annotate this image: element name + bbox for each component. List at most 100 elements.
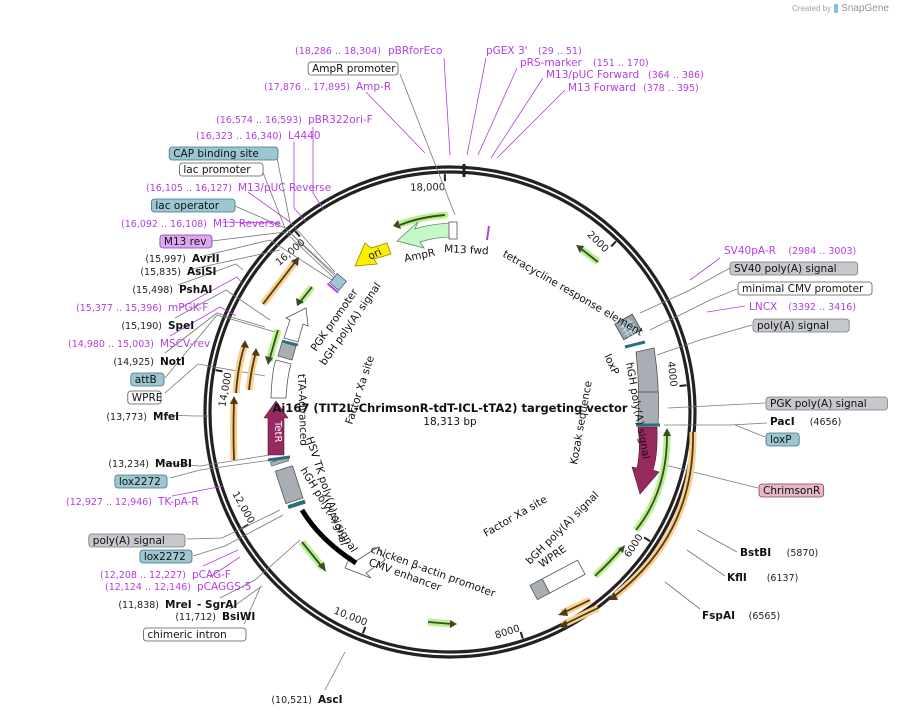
feature-label[interactable]: chimeric intron xyxy=(148,629,227,641)
feature-tetr[interactable] xyxy=(263,400,289,456)
feature-wpre[interactable] xyxy=(529,559,586,601)
orf-arrow-core xyxy=(399,214,446,226)
primer-label[interactable]: pBRforEco xyxy=(388,45,442,57)
feature-label[interactable]: minimal CMV promoter xyxy=(742,283,864,295)
primer-label[interactable]: pBR322ori-F xyxy=(308,114,373,126)
orf-arrow-core xyxy=(562,607,599,626)
feature-label[interactable]: ChrimsonR xyxy=(763,485,820,497)
feature-label[interactable]: loxP xyxy=(770,434,792,446)
feature-label-box[interactable] xyxy=(737,281,873,296)
feature-label[interactable]: poly(A) signal xyxy=(93,535,165,547)
primer-label[interactable]: M13 Forward xyxy=(568,82,636,94)
feature-label[interactable]: lox2272 xyxy=(144,551,186,563)
feature-label-box[interactable] xyxy=(130,372,165,387)
feature-label[interactable]: attB xyxy=(135,374,157,386)
primer-label[interactable]: M13/pUC Reverse xyxy=(238,182,331,194)
feature-label-box[interactable] xyxy=(178,162,264,177)
feature-label-box[interactable] xyxy=(127,390,162,405)
feature-lox2272[interactable] xyxy=(267,455,291,462)
enzyme-label[interactable]: SpeI xyxy=(168,320,194,332)
feature-label[interactable]: AmpR promoter xyxy=(312,63,396,75)
enzyme-label[interactable]: MauBI xyxy=(155,458,192,470)
credit-brand: SnapGene xyxy=(841,3,889,14)
primer-label[interactable]: L4440 xyxy=(288,130,321,142)
enzyme-label[interactable]: FspAI xyxy=(702,610,735,622)
primer-label[interactable]: TK-pA-R xyxy=(157,496,199,508)
feature-label[interactable]: poly(A) signal xyxy=(757,320,829,332)
feature-label[interactable]: WPRE xyxy=(132,392,163,404)
feature-label-box[interactable] xyxy=(143,627,247,642)
feature-label-box[interactable] xyxy=(758,483,825,498)
feature-label[interactable]: M13 rev xyxy=(164,236,207,248)
feature-bgh-polya[interactable] xyxy=(277,341,297,361)
primer-label[interactable]: Amp-R xyxy=(356,81,391,93)
feature-label[interactable]: CAP binding site xyxy=(173,148,259,160)
primer-label[interactable]: pGEX 3' xyxy=(486,45,528,57)
enzyme-label[interactable]: - SgrAI xyxy=(197,599,237,611)
leader-lines xyxy=(164,57,768,691)
feature-tre[interactable] xyxy=(614,313,642,341)
feature-label[interactable]: lox2272 xyxy=(119,476,161,488)
primer-coords: (16,092 .. 16,108) xyxy=(121,219,207,230)
primer-label[interactable]: mPGK-F xyxy=(168,302,208,314)
primer-coords: (16,105 .. 16,127) xyxy=(146,183,232,194)
primer-label[interactable]: pRS-marker xyxy=(520,57,583,69)
feature-label-box[interactable] xyxy=(752,318,850,333)
tick-mark xyxy=(519,631,524,639)
label-factor-xa-2: Factor Xa site xyxy=(343,354,376,426)
feature-label-box[interactable] xyxy=(150,198,236,213)
enzyme-label[interactable]: NotI xyxy=(160,356,185,368)
feature-ampr[interactable] xyxy=(396,221,453,249)
label-kozak: Kozak sequence xyxy=(568,380,595,466)
enzyme-label[interactable]: PshAI xyxy=(179,284,212,296)
enzyme-label[interactable]: AvrII xyxy=(192,253,220,265)
tick-mark xyxy=(294,230,301,238)
lac-features[interactable] xyxy=(326,273,347,294)
primer-label[interactable]: pCAG-F xyxy=(192,569,231,581)
feature-label[interactable]: lac operator xyxy=(155,200,219,212)
primer-coords: (12,927 .. 12,946) xyxy=(66,497,152,508)
primer-label[interactable]: M13 Reverse xyxy=(213,218,281,230)
feature-label-box[interactable] xyxy=(765,396,888,411)
enzyme-label[interactable]: MfeI xyxy=(153,411,179,423)
feature-chimeric-intron[interactable] xyxy=(299,508,358,566)
feature-label-box[interactable] xyxy=(139,549,193,564)
feature-loxp-1[interactable] xyxy=(624,340,646,349)
feature-label[interactable]: lac promoter xyxy=(183,164,251,176)
enzyme-label[interactable]: BstBI xyxy=(740,547,771,559)
primer-label[interactable]: MSCV-rev xyxy=(160,338,210,350)
label-tta-advanced: tTA-Advanced xyxy=(295,374,310,446)
enzyme-label[interactable]: PacI xyxy=(770,416,795,428)
feature-label[interactable]: PGK poly(A) signal xyxy=(770,398,867,410)
enzyme-label[interactable]: BsiWI xyxy=(222,611,255,623)
feature-label-box[interactable] xyxy=(765,432,800,447)
enzyme-label[interactable]: AsiSI xyxy=(187,266,216,278)
enzyme-label[interactable]: MreI xyxy=(165,599,192,611)
enzyme-label[interactable]: KflI xyxy=(727,572,747,584)
feature-chrimsonr[interactable] xyxy=(631,426,660,495)
feature-label-box[interactable] xyxy=(168,146,279,161)
feature-label-box[interactable] xyxy=(88,533,186,548)
feature-tta-advanced[interactable] xyxy=(270,359,292,399)
primer-label[interactable]: M13/pUC Forward xyxy=(546,69,639,81)
enzyme-label[interactable]: AscI xyxy=(318,694,343,706)
feature-polya-left[interactable] xyxy=(269,456,306,510)
feature-ori[interactable] xyxy=(354,242,392,267)
primer-mark xyxy=(486,225,490,241)
orf-arrowhead xyxy=(618,545,625,553)
feature-label-box[interactable] xyxy=(307,61,399,76)
feature-label-box[interactable] xyxy=(159,234,213,249)
primer-label[interactable]: SV40pA-R xyxy=(724,245,776,257)
enzyme-coords: (13,773) xyxy=(106,412,147,423)
primer-coords: (17,876 .. 17,895) xyxy=(264,82,350,93)
primer-label[interactable]: pCAGGS-5 xyxy=(197,581,251,593)
enzyme-coords: (15,997) xyxy=(145,254,186,265)
feature-ampr-promoter[interactable] xyxy=(448,221,458,240)
feature-pgk-promoter[interactable] xyxy=(283,307,309,343)
primer-coords: (12,208 .. 12,227) xyxy=(100,570,186,581)
label-loxp: loxP xyxy=(601,352,621,377)
feature-label[interactable]: SV40 poly(A) signal xyxy=(734,263,837,275)
feature-label-box[interactable] xyxy=(114,474,168,489)
primer-label[interactable]: LNCX xyxy=(749,301,777,313)
feature-label-box[interactable] xyxy=(729,261,859,276)
